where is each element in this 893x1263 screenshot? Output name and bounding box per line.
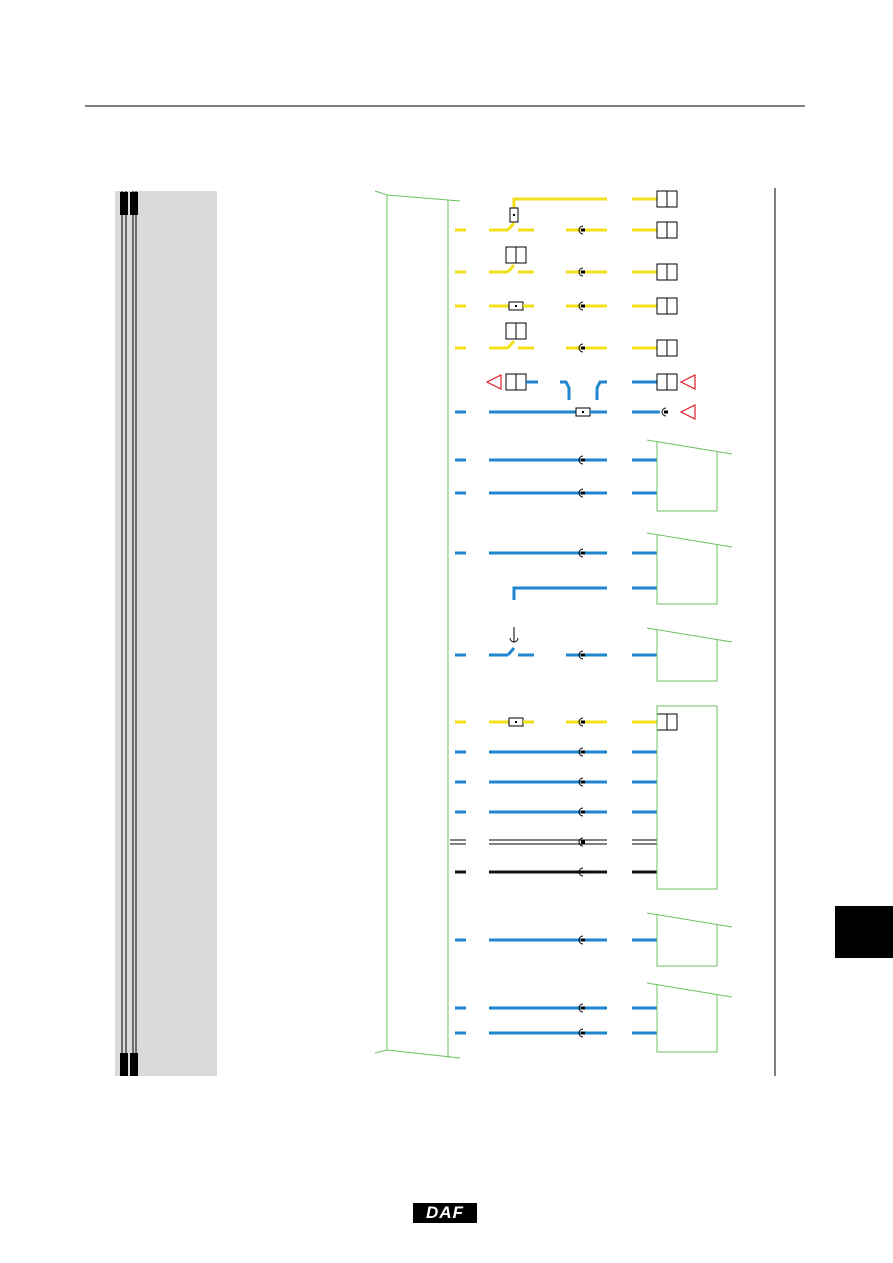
wire-15-terminal-pin	[581, 780, 585, 784]
wire-2-switch	[506, 222, 516, 231]
wire-19-terminal-pin	[581, 938, 585, 942]
wire-6-bend-right	[595, 380, 607, 400]
module-box-2-slant	[646, 532, 733, 548]
wire-7-fuse-dot	[582, 411, 584, 413]
module-box-1-slant	[646, 439, 733, 455]
wire-7-marker	[679, 404, 696, 420]
wire-13-fuse-dot	[515, 721, 517, 723]
wire-19-terminal-arc	[578, 935, 584, 945]
wire-8-terminal-arc	[578, 455, 584, 465]
wire-6-marker-right	[679, 374, 696, 390]
wire-7-terminal-pin	[664, 410, 668, 414]
bus-block-top-left	[120, 192, 128, 215]
wire-3-terminal-arc	[578, 267, 584, 277]
module-box-3-slant	[646, 627, 733, 643]
wire-20-terminal-arc	[578, 1003, 584, 1013]
wire-4-fuse-dot	[515, 305, 517, 307]
wire-9-terminal-arc	[578, 488, 584, 498]
bus-bars	[121, 191, 137, 1076]
wire-12-terminal-pin	[581, 653, 585, 657]
module-box-1	[656, 442, 718, 512]
wire-15-terminal-arc	[578, 777, 584, 787]
module-box-6-slant	[646, 982, 733, 998]
module-box-5-slant	[646, 912, 733, 928]
wire-18-terminal-pin	[581, 870, 585, 874]
wire-10-terminal-arc	[578, 548, 584, 558]
wire-9-terminal-pin	[581, 491, 585, 495]
left-panel	[115, 191, 217, 1076]
wire-14-terminal-arc	[578, 747, 584, 757]
wire-13-terminal-arc	[578, 717, 584, 727]
wire-3-switch	[506, 264, 516, 273]
wire-20-terminal-pin	[581, 1006, 585, 1010]
wire-10-terminal-pin	[581, 551, 585, 555]
wire-8-terminal-pin	[581, 458, 585, 462]
wire-14-terminal-pin	[581, 750, 585, 754]
wire-12-terminal-arc	[578, 650, 584, 660]
wire-12-switch	[506, 647, 516, 656]
wire-2-terminal-arc	[578, 225, 584, 235]
wire-17-terminal-arc	[578, 837, 584, 847]
wires-layer	[450, 190, 733, 1053]
bus-block-bottom-left	[120, 1053, 128, 1076]
wire-1-feed	[512, 197, 607, 215]
wire-5-terminal-pin	[581, 346, 585, 350]
wire-17-terminal-pin	[581, 840, 585, 844]
module-box-2	[656, 535, 718, 605]
section-tab	[835, 906, 893, 958]
module-box-3	[656, 630, 718, 682]
bus-block-top-right	[130, 192, 138, 215]
wire-16-terminal-arc	[578, 807, 584, 817]
wire-21-terminal-arc	[578, 1028, 584, 1038]
wire-4-terminal-pin	[581, 304, 585, 308]
module-box-4	[656, 705, 718, 890]
wire-5-terminal-arc	[578, 343, 584, 353]
wire-6-bend-left	[560, 380, 571, 400]
wire-13-terminal-pin	[581, 720, 585, 724]
bus-block-bottom-right	[130, 1053, 138, 1076]
wire-2-fuse-dot	[513, 214, 515, 216]
wire-7-terminal-arc	[661, 407, 667, 417]
wire-18-terminal-arc	[578, 867, 584, 877]
module-box-6	[656, 985, 718, 1053]
harness-frame	[374, 190, 461, 1059]
wire-5-switch	[506, 340, 516, 349]
wire-2-terminal-pin	[581, 228, 585, 232]
wire-16-terminal-pin	[581, 810, 585, 814]
wire-6-marker-left	[485, 374, 502, 390]
module-box-5	[656, 915, 718, 967]
wire-21-terminal-pin	[581, 1031, 585, 1035]
wire-4-terminal-arc	[578, 301, 584, 311]
wire-11-feed	[512, 586, 607, 600]
wire-3-terminal-pin	[581, 270, 585, 274]
daf-logo: DAF	[413, 1203, 477, 1223]
